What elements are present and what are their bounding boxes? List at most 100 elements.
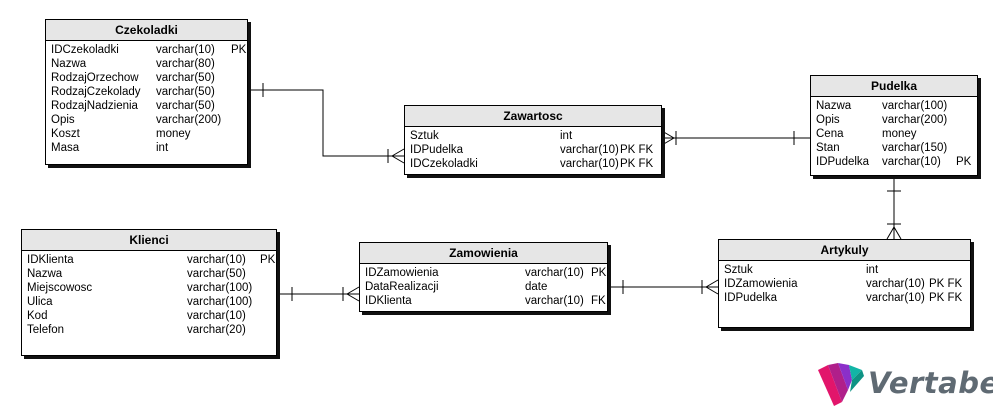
column-name: RodzajNadzienia (51, 100, 138, 112)
column-name: Miejscowosc (27, 282, 93, 294)
column-type: varchar(10) (187, 310, 246, 322)
column-row[interactable]: Kod varchar(10) (27, 309, 276, 323)
column-name: IDPudelka (816, 156, 870, 168)
column-name: IDKlienta (365, 295, 412, 307)
column-key: PK (956, 156, 972, 168)
table-title: Zamowienia (360, 243, 607, 264)
column-type: varchar(10) (156, 44, 215, 56)
vertabelo-logo-mark-icon (818, 363, 864, 406)
vertabelo-logo-text: Vertabelo (868, 366, 993, 400)
column-row[interactable]: Sztuk int (724, 263, 970, 277)
column-key: PK FK (620, 158, 654, 170)
column-type: int (156, 142, 169, 154)
rel-pudelka-zawartosc (661, 130, 810, 146)
column-name: IDCzekoladki (51, 44, 119, 56)
column-name: Sztuk (410, 130, 439, 142)
column-name: Kod (27, 310, 48, 322)
column-name: IDPudelka (410, 144, 464, 156)
column-type: varchar(200) (882, 114, 948, 126)
table-title: Zawartosc (405, 106, 661, 127)
column-type: varchar(20) (187, 324, 246, 336)
column-row[interactable]: RodzajCzekolady varchar(50) (51, 85, 247, 99)
column-row[interactable]: IDPudelka varchar(10) PK (816, 155, 977, 169)
column-row[interactable]: DataRealizacji date (365, 280, 607, 294)
column-type: date (525, 281, 548, 293)
column-type: money (882, 128, 917, 140)
column-row[interactable]: Stan varchar(150) (816, 141, 977, 155)
column-key: PK FK (620, 144, 654, 156)
column-name: Koszt (51, 128, 80, 140)
column-row[interactable]: IDPudelka varchar(10) PK FK (724, 291, 970, 305)
column-row[interactable]: Masa int (51, 141, 247, 155)
column-name: IDPudelka (724, 292, 778, 304)
column-type: varchar(10) (525, 267, 584, 279)
column-row[interactable]: Telefon varchar(20) (27, 323, 276, 337)
table-title: Pudelka (811, 76, 977, 97)
column-type: varchar(150) (882, 142, 948, 154)
column-type: varchar(10) (882, 156, 941, 168)
column-name: Telefon (27, 324, 65, 336)
column-name: IDZamowienia (365, 267, 439, 279)
column-type: varchar(50) (156, 100, 215, 112)
rel-czekoladki-zawartosc (248, 83, 405, 164)
column-name: Opis (816, 114, 840, 126)
column-type: varchar(10) (560, 158, 619, 170)
column-row[interactable]: RodzajNadzienia varchar(50) (51, 99, 247, 113)
vertabelo-logo: Vertabelo (816, 362, 993, 412)
column-type: varchar(10) (866, 278, 925, 290)
column-type: varchar(100) (187, 296, 253, 308)
column-name: Stan (816, 142, 840, 154)
column-type: varchar(100) (882, 100, 948, 112)
column-row[interactable]: Opis varchar(200) (816, 113, 977, 127)
column-row[interactable]: IDCzekoladki varchar(10)PK FK (410, 157, 661, 171)
column-key: PK (591, 267, 607, 279)
column-name: RodzajCzekolady (51, 86, 141, 98)
column-key: PK FK (929, 292, 963, 304)
column-type: varchar(10) (525, 295, 584, 307)
column-name: RodzajOrzechow (51, 72, 139, 84)
column-name: Opis (51, 114, 75, 126)
column-name: Nazwa (27, 268, 63, 280)
column-name: IDCzekoladki (410, 158, 478, 170)
column-row[interactable]: RodzajOrzechow varchar(50) (51, 71, 247, 85)
column-type: varchar(50) (156, 72, 215, 84)
column-name: Nazwa (51, 58, 87, 70)
column-key: PK (231, 44, 247, 56)
column-type: varchar(50) (156, 86, 215, 98)
column-row[interactable]: Opis varchar(200) (51, 113, 247, 127)
column-type: int (866, 264, 879, 276)
column-name: DataRealizacji (365, 281, 439, 293)
column-type: varchar(10) (187, 254, 246, 266)
rel-pudelka-artykuly (886, 176, 902, 240)
column-name: Masa (51, 142, 80, 154)
column-row[interactable]: IDZamowienia varchar(10) PK (365, 266, 607, 280)
column-type: int (560, 130, 573, 142)
column-row[interactable]: Sztuk int (410, 129, 661, 143)
column-row[interactable]: IDCzekoladki varchar(10) PK (51, 43, 247, 57)
column-name: IDZamowienia (724, 278, 798, 290)
column-type: varchar(10) (866, 292, 925, 304)
column-name: Sztuk (724, 264, 753, 276)
column-type: varchar(200) (156, 114, 222, 126)
